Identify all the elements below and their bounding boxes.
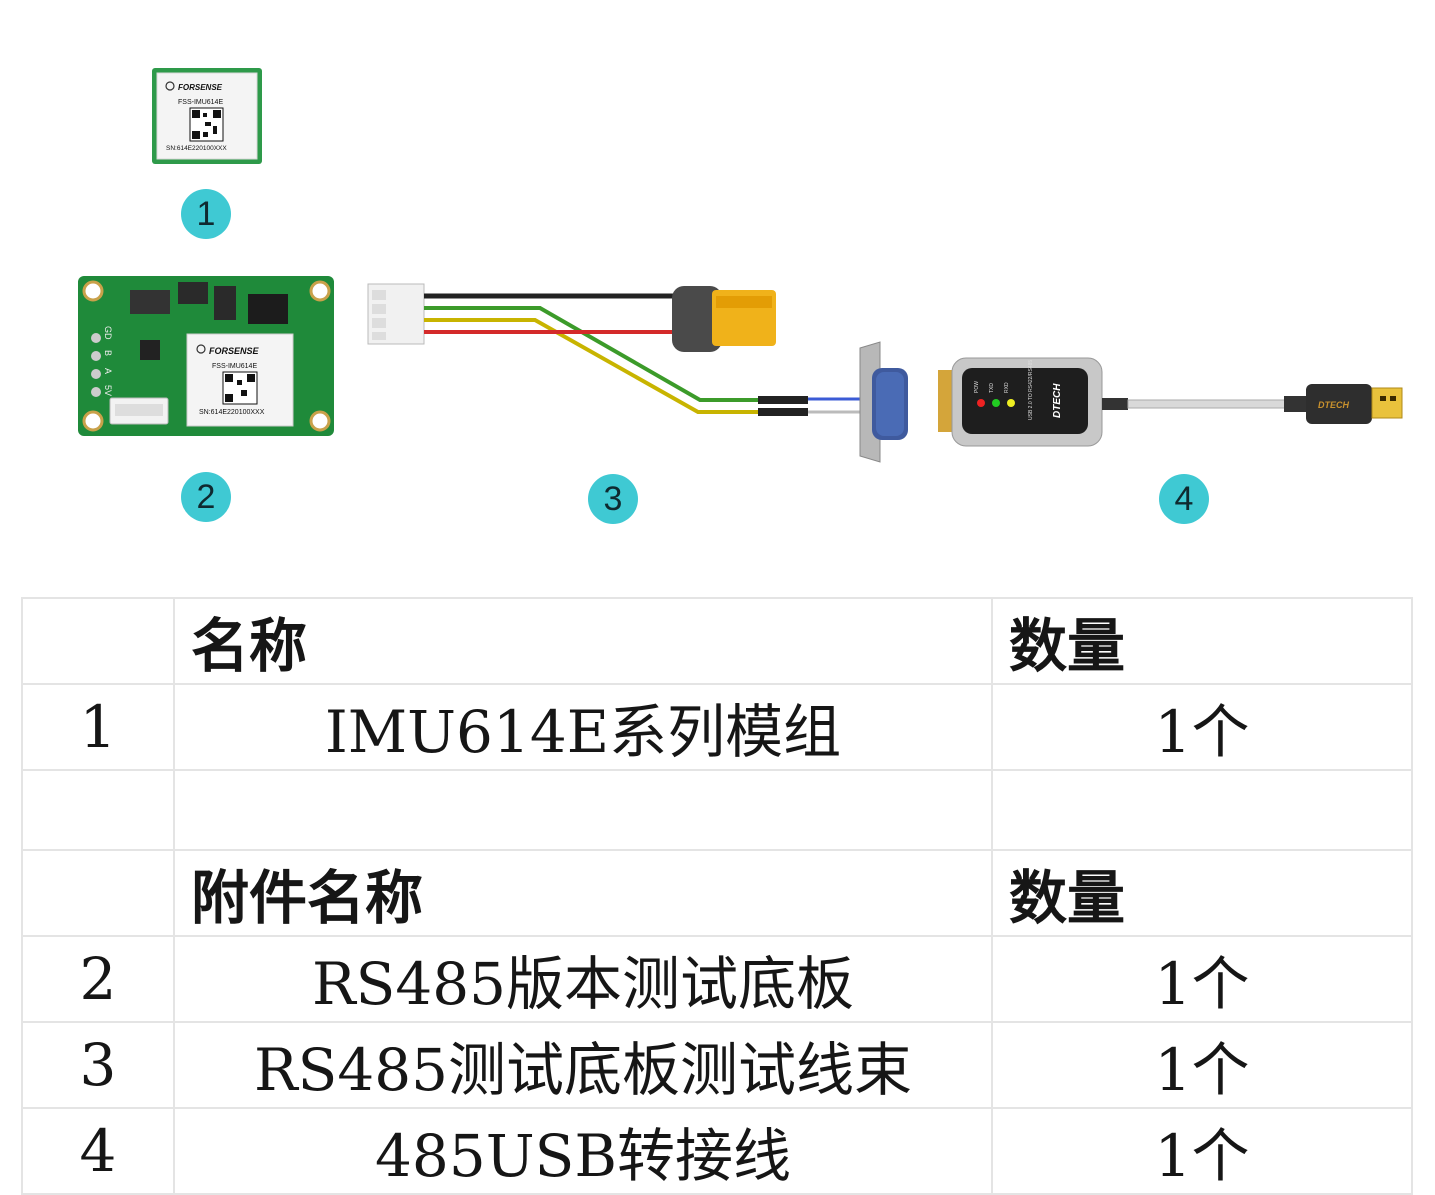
module-model: FSS-IMU614E [178,99,223,106]
callout-4: 4 [1159,474,1209,524]
accessory-header-name: 附件名称 [173,849,993,937]
table-row: 4 485USB转接线 1个 [21,1107,1413,1195]
board-module-model: FSS-IMU614E [212,363,257,370]
led-txd-icon [992,399,1000,407]
led-pow-icon [977,399,985,407]
callout-3: 3 [588,474,638,524]
row-name: IMU614E系列模组 [173,683,993,771]
empty-cell [21,769,175,851]
module-brand: FORSENSE [178,83,223,92]
header-no-cell [21,597,175,685]
usb-adapter: POW TXD RXD USB 2.0 TO RS422/RS485 DTECH… [938,357,1403,447]
accessory-header-qty: 数量 [991,849,1413,937]
board-module-brand: FORSENSE [209,346,260,356]
test-board: GD B A 5V FORSENSE FSS-IMU614E SN:614E22… [78,276,334,436]
board-module-serial: SN:614E220100XXX [199,409,265,416]
empty-cell [991,769,1413,851]
led-label-pow: POW [974,381,980,393]
led-label-rxd: RXD [1004,382,1010,393]
pin-label-a: A [103,368,113,374]
qr-code-icon [189,107,224,142]
table-row: 1 IMU614E系列模组 1个 [21,683,1413,771]
pin-label-gd: GD [103,326,113,340]
led-rxd-icon [1007,399,1015,407]
parts-table: 名称 数量 1 IMU614E系列模组 1个 附件名称 数量 2 RS485版本… [21,597,1413,1195]
row-qty: 1个 [991,1107,1413,1195]
adapter-brand: DTECH [1052,383,1063,418]
adapter-text: USB 2.0 TO RS422/RS485 [1028,360,1034,420]
components-drawing: FORSENSE FSS-IMU614E SN:614E220100XXX [78,68,1403,463]
row-no: 4 [21,1107,175,1195]
header-no-cell [21,849,175,937]
module-serial: SN:614E220100XXX [166,145,227,152]
empty-cell [173,769,993,851]
row-no: 1 [21,683,175,771]
table-row: 2 RS485版本测试底板 1个 [21,935,1413,1023]
main-header-row: 名称 数量 [21,597,1413,685]
board-logo-icon [196,344,206,354]
row-qty: 1个 [991,1021,1413,1109]
header-qty: 数量 [991,597,1413,685]
callout-2: 2 [181,472,231,522]
imu-module: FORSENSE FSS-IMU614E SN:614E220100XXX [152,68,262,164]
forsense-logo-icon [165,81,175,91]
pin-label-5v: 5V [103,385,113,396]
table-row: 3 RS485测试底板测试线束 1个 [21,1021,1413,1109]
row-qty: 1个 [991,683,1413,771]
board-qr-code-icon [222,371,258,405]
pin-label-b: B [103,350,113,356]
row-name: 485USB转接线 [173,1107,993,1195]
row-no: 3 [21,1021,175,1109]
accessory-header-row: 附件名称 数量 [21,849,1413,937]
row-no: 2 [21,935,175,1023]
row-name: RS485版本测试底板 [173,935,993,1023]
product-illustration: FORSENSE FSS-IMU614E SN:614E220100XXX [0,0,1435,560]
header-name: 名称 [173,597,993,685]
row-qty: 1个 [991,935,1413,1023]
led-label-txd: TXD [989,383,995,393]
wire-harness [367,283,908,463]
callout-1: 1 [181,189,231,239]
empty-row [21,769,1413,851]
row-name: RS485测试底板测试线束 [173,1021,993,1109]
usb-plug-brand: DTECH [1318,400,1349,410]
